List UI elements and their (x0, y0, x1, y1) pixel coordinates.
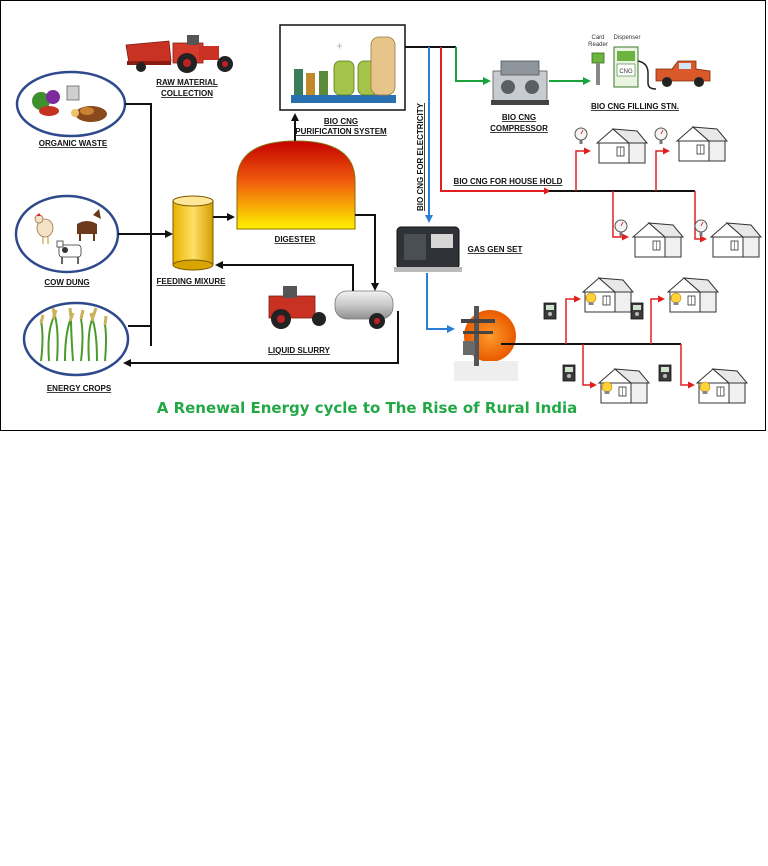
filling-station-label: BIO CNG FILLING STN. (591, 102, 679, 111)
dispenser-label: Dispenser (613, 35, 640, 41)
feeding-mixure-node: FEEDING MIXURE (157, 195, 227, 286)
cow-dung-oval (14, 194, 120, 274)
card-reader-label-line1: Card (591, 35, 604, 41)
gas-meter-icon (614, 219, 628, 237)
compressor-label-line2: COMPRESSOR (490, 124, 548, 133)
liquid-slurry-label: LIQUID SLURRY (268, 346, 331, 355)
electric-meter-icon (543, 302, 557, 320)
digester-node: DIGESTER (236, 140, 356, 244)
electric-meter-icon (562, 364, 576, 382)
electric-meter-icon (630, 302, 644, 320)
crops-icon (39, 307, 108, 362)
raw-material-node: RAW MATERIAL COLLECTION (125, 35, 233, 98)
house-icon (710, 222, 762, 258)
gas-gen-set-node: GAS GEN SET (394, 226, 523, 272)
electricity-label: BIO CNG FOR ELECTRICITY (416, 102, 425, 211)
tractor-trailer-icon (125, 35, 233, 73)
gas-meter-icon (574, 127, 588, 145)
gas-meter-icon (654, 127, 668, 145)
organic-waste-node: ORGANIC WASTE (15, 70, 127, 148)
house-icon (632, 222, 684, 258)
vegetables-icon (32, 85, 107, 122)
dome-digester-icon (236, 140, 356, 230)
digester-label: DIGESTER (275, 235, 316, 244)
generator-icon (394, 226, 462, 272)
tractor-tanker-icon (268, 286, 394, 329)
card-reader-icon (591, 52, 605, 85)
cow-dung-label: COW DUNG (44, 278, 89, 287)
raw-material-label-line2: COLLECTION (161, 89, 213, 98)
gas-gen-set-label: GAS GEN SET (468, 245, 523, 254)
purification-node: BIO CNG PURIFICATION SYSTEM (279, 24, 406, 136)
energy-cycle-diagram: ORGANIC WASTE COW DUNG ENERGY CROPS (14, 24, 762, 417)
feeding-mixure-label: FEEDING MIXURE (157, 277, 227, 286)
purification-label-line2: PURIFICATION SYSTEM (295, 127, 387, 136)
gas-house-1 (574, 127, 648, 164)
energy-crops-label: ENERGY CROPS (47, 384, 112, 393)
electric-meter-icon (658, 364, 672, 382)
energy-crops-oval (22, 301, 130, 377)
purification-plant-icon (291, 36, 396, 103)
filling-station-node: Card Reader Dispenser CNG BIO CNG FILLIN… (588, 35, 711, 111)
liquid-slurry-node: LIQUID SLURRY (268, 286, 394, 355)
farm-animals-icon (34, 209, 101, 264)
compressor-node: BIO CNG COMPRESSOR (490, 60, 549, 133)
electric-house-3 (562, 364, 650, 404)
compressor-icon (491, 60, 549, 105)
pickup-truck-icon (655, 60, 711, 87)
energy-crops-node: ENERGY CROPS (22, 301, 130, 393)
house-icon (676, 126, 728, 162)
organic-waste-label: ORGANIC WASTE (39, 139, 108, 148)
card-reader-label-line2: Reader (588, 42, 608, 48)
compressor-label-line1: BIO CNG (502, 113, 536, 122)
electric-house-2 (630, 277, 719, 320)
gas-house-2 (654, 126, 728, 162)
cow-dung-node: COW DUNG (14, 194, 120, 287)
transformer-pole-icon (454, 306, 518, 381)
purification-label-line1: BIO CNG (324, 117, 358, 126)
dispenser-cng-tag: CNG (619, 69, 633, 75)
house-icon (596, 128, 648, 164)
household-label: BIO CNG FOR HOUSE HOLD (454, 177, 563, 186)
electric-house-4 (658, 364, 748, 404)
gas-house-3 (614, 219, 684, 258)
electric-house-1 (543, 277, 634, 320)
gas-meter-icon (694, 219, 708, 237)
diagram-frame: ORGANIC WASTE COW DUNG ENERGY CROPS (0, 0, 766, 431)
tank-icon (172, 195, 214, 271)
diagram-caption: A Renewal Energy cycle to The Rise of Ru… (157, 399, 578, 417)
raw-material-label-line1: RAW MATERIAL (156, 78, 218, 87)
fuel-dispenser-icon: CNG (613, 46, 657, 90)
